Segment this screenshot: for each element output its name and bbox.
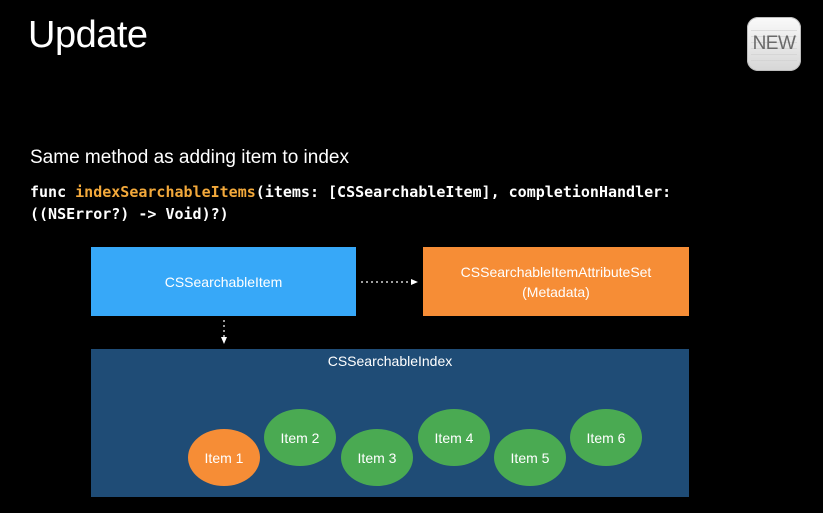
code-function-name: indexSearchableItems bbox=[75, 183, 256, 201]
arrow-item-to-attributes bbox=[361, 279, 418, 285]
code-signature: func indexSearchableItems(items: [CSSear… bbox=[30, 181, 790, 225]
index-item-1: Item 1 bbox=[188, 429, 260, 486]
arrow-item-to-index bbox=[221, 320, 227, 344]
index-item-5: Item 5 bbox=[494, 429, 566, 486]
attribute-set-sublabel: (Metadata) bbox=[522, 283, 590, 300]
index-item-4: Item 4 bbox=[418, 409, 490, 466]
subtitle: Same method as adding item to index bbox=[30, 147, 349, 168]
index-item-6: Item 6 bbox=[570, 409, 642, 466]
code-params-line1: (items: [CSSearchableItem], completionHa… bbox=[255, 183, 672, 201]
attribute-set-box: CSSearchableItemAttributeSet (Metadata) bbox=[423, 247, 689, 316]
searchable-item-box: CSSearchableItem bbox=[91, 247, 356, 316]
index-item-2: Item 2 bbox=[264, 409, 336, 466]
slide-title: Update bbox=[28, 14, 148, 56]
code-params-line2: ((NSError?) -> Void)?) bbox=[30, 205, 229, 223]
code-keyword: func bbox=[30, 183, 67, 201]
searchable-item-label: CSSearchableItem bbox=[164, 273, 283, 290]
new-badge-label: NEW bbox=[752, 33, 796, 54]
searchable-index-label: CSSearchableIndex bbox=[327, 353, 453, 369]
attribute-set-label: CSSearchableItemAttributeSet bbox=[460, 263, 652, 280]
index-item-3: Item 3 bbox=[341, 429, 413, 486]
new-badge: NEW bbox=[747, 17, 801, 71]
searchable-index-box: CSSearchableIndex Item 1 Item 2 Item 3 I… bbox=[91, 349, 689, 497]
